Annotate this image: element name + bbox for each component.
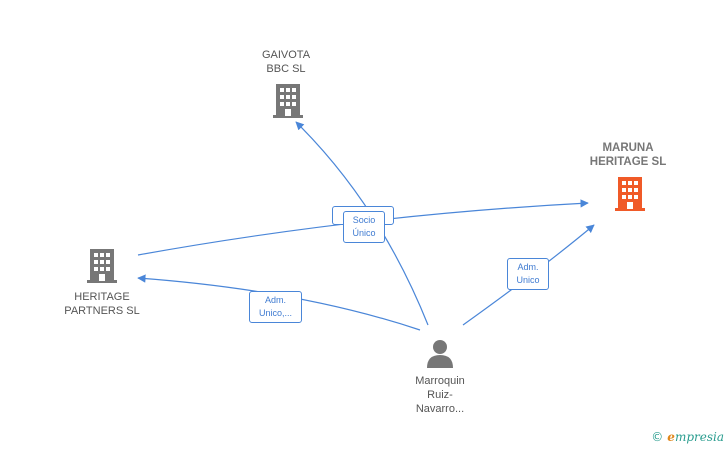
building-icon[interactable] (273, 84, 303, 118)
building-icon[interactable] (615, 177, 645, 211)
brand-logo-e: e (667, 430, 675, 444)
brand-footer: ©empresia (651, 430, 724, 444)
edge-label-socio-unico[interactable]: Socio Único (343, 211, 385, 243)
brand-logo-text: mpresia (674, 430, 724, 444)
node-label-person[interactable]: Marroquin Ruiz- Navarro... (415, 375, 465, 415)
edge-label-adm-unico-heritage[interactable]: Adm. Unico,... (249, 291, 302, 323)
node-label-maruna[interactable]: MARUNA HERITAGE SL (589, 142, 667, 168)
copyright-icon: © (651, 430, 664, 444)
building-icon[interactable] (87, 249, 117, 283)
node-label-gaivota[interactable]: GAIVOTA BBC SL (261, 49, 311, 75)
node-label-heritage-partners[interactable]: HERITAGE PARTNERS SL (64, 291, 140, 317)
person-icon[interactable] (425, 338, 455, 368)
edge-label-adm-unico-maruna[interactable]: Adm. Unico (507, 258, 549, 290)
